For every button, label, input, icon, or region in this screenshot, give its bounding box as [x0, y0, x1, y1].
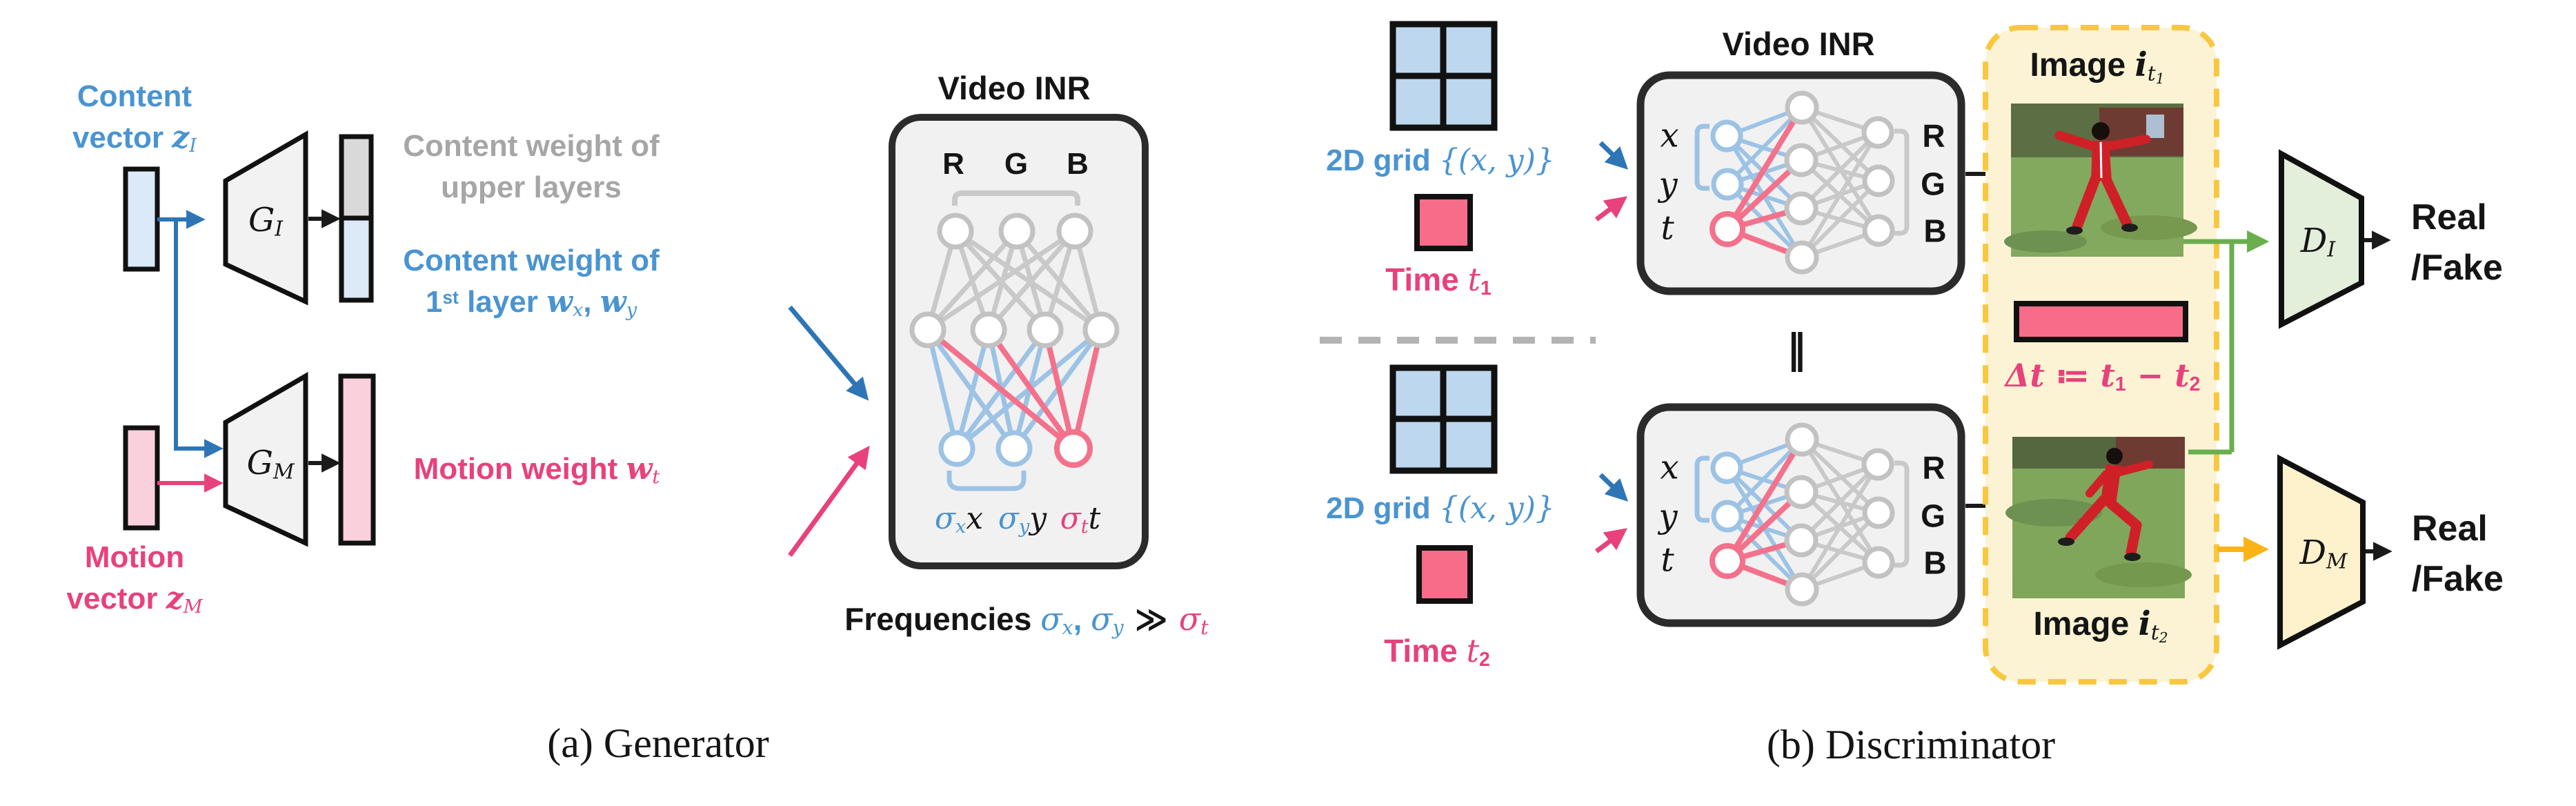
- inr2-input-x: x: [1660, 448, 1679, 487]
- grid-2d-t2-label: 2D grid {(x, y)}: [1326, 491, 1555, 527]
- grid-2d-t1: [1389, 21, 1498, 131]
- di-trapezoid: [2279, 149, 2364, 329]
- content-to-gm-arrow: [174, 219, 224, 458]
- grid-to-inr-arrow: [1598, 141, 1629, 170]
- discriminator-inr-title: Video INR: [1722, 26, 1875, 63]
- caption-discriminator: (b) Discriminator: [1766, 722, 2056, 768]
- inr1-input-x: x: [1660, 116, 1679, 155]
- inr1-input-y: y: [1658, 165, 1678, 204]
- delta-t-bar: [2014, 301, 2188, 342]
- sample-frame-t2-image: [2005, 437, 2192, 598]
- inr1-output-b: B: [1923, 213, 1947, 249]
- motion-vector-label: Motion vector zM: [66, 537, 202, 620]
- upper-weight-line2: upper layers: [441, 170, 622, 204]
- generator-inr-pink-edges: [926, 327, 1104, 451]
- first-layer-line1: Content weight of: [403, 244, 660, 278]
- gen-input-sigma-x: σxx: [934, 500, 984, 538]
- first-layer-weight-label: Content weight of 1st layer wx, wy: [403, 240, 660, 323]
- grid-2d-t1-label: 2D grid {(x, y)}: [1326, 143, 1555, 179]
- time-t1-label: Time t1: [1385, 260, 1492, 300]
- motion-weight-label: Motion weight wt: [413, 451, 660, 488]
- time-to-inr-arrow: [1594, 196, 1628, 222]
- upper-weight-label: Content weight of upper layers: [403, 126, 660, 208]
- time-t2-label: Time t2: [1384, 631, 1490, 671]
- first-layer-line2: 1st layer wx, wy: [425, 284, 637, 321]
- real-top: Real: [2411, 197, 2487, 238]
- inr1-output-r: R: [1922, 117, 1945, 154]
- caption-generator: (a) Generator: [547, 720, 769, 767]
- content-weight-to-inr-arrow: [788, 305, 869, 401]
- content-vector-box: [123, 166, 160, 272]
- frequencies-label: Frequencies σx, σy ≫ σt: [844, 600, 1209, 640]
- rgb-output-bracket: [1894, 128, 1910, 236]
- inr1-input-t: t: [1661, 208, 1674, 248]
- inr1-output-g: G: [1921, 166, 1945, 202]
- panel-b-discriminator: [1320, 21, 2392, 685]
- inr2-input-t: t: [1661, 540, 1674, 580]
- content-weight-upper-bar: [339, 134, 374, 221]
- motion-vector-line1: Motion: [84, 540, 185, 575]
- image-t2-label: Image it2: [2033, 604, 2168, 646]
- motion-weight-to-inr-arrow: [788, 445, 870, 558]
- gen-output-g: G: [1004, 147, 1029, 181]
- upper-weight-line1: Content weight of: [403, 129, 660, 164]
- real-fake-top-label: Real /Fake: [2411, 193, 2503, 293]
- gen-output-r: R: [942, 147, 964, 181]
- delta-t-label: Δt ≔ t1 − t2: [2005, 356, 2201, 396]
- motion-weight-bar: [338, 373, 376, 546]
- content-vector-line2: vector zI: [72, 119, 197, 157]
- di-label: DI: [2300, 221, 2336, 262]
- gen-input-sigma-y: σyy: [998, 500, 1047, 538]
- inr-nodes: [1710, 90, 1895, 275]
- content-vector-line1: Content: [77, 79, 192, 114]
- inr2-output-r: R: [1922, 449, 1945, 486]
- inr2-input-y: y: [1658, 497, 1678, 536]
- time-t1-square: [1414, 194, 1473, 251]
- xy-input-bracket: [1694, 124, 1710, 191]
- motion-vector-line2: vector zM: [66, 580, 203, 618]
- fake-top: /Fake: [2411, 248, 2503, 288]
- dm-label: DM: [2299, 533, 2348, 574]
- inr2-output-g: G: [1921, 498, 1945, 534]
- motion-vector-box: [123, 425, 160, 531]
- inr-equivalence-sign: ‖: [1786, 325, 1807, 373]
- gm-label: GM: [246, 443, 295, 484]
- dm-trapezoid: [2277, 454, 2366, 650]
- generator-inr-title: Video INR: [938, 70, 1091, 107]
- content-vector-label: Content vector zI: [72, 76, 197, 159]
- real-bottom: Real: [2412, 509, 2488, 549]
- xy-bracket: [947, 471, 1027, 491]
- image-t1-label: Image it1: [2030, 45, 2165, 87]
- generator-inr-nodes: [909, 213, 1120, 468]
- gen-input-sigma-t: σtt: [1060, 500, 1101, 538]
- time-t2-square: [1416, 545, 1473, 604]
- real-fake-bottom-label: Real /Fake: [2412, 504, 2504, 604]
- grid-2d-t2: [1389, 364, 1498, 474]
- rgb-bracket: [952, 190, 1080, 206]
- sample-frame-t1-image: [2004, 104, 2197, 257]
- content-weight-first-layer-bar: [339, 215, 374, 303]
- gi-label: GI: [248, 200, 284, 242]
- gi-trapezoid: [223, 130, 308, 306]
- inr2-output-b: B: [1923, 544, 1947, 581]
- discriminator-inr-box-t1: [1594, 71, 2005, 295]
- gen-output-b: B: [1067, 147, 1089, 181]
- fake-bottom: /Fake: [2412, 559, 2504, 599]
- gm-trapezoid: [223, 371, 308, 547]
- panel-a-generator: [123, 114, 1149, 569]
